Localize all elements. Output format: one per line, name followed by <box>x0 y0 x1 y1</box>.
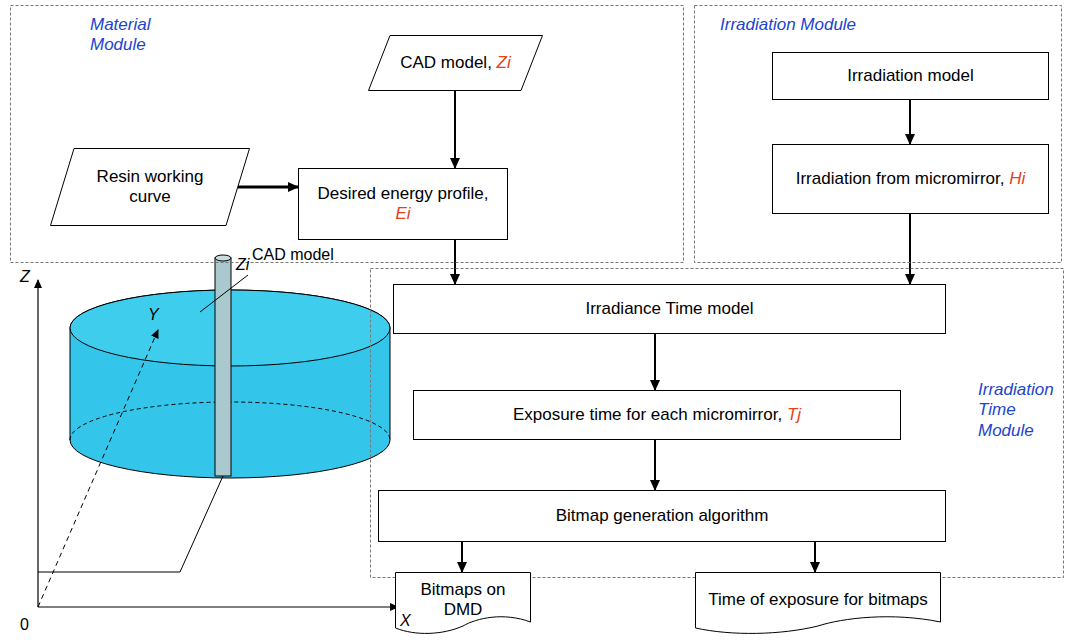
text-line: Exposure time for each micromirror, Tj <box>513 405 801 425</box>
module-label: Material Module <box>90 15 180 56</box>
output-document: Bitmaps on DMD <box>395 572 531 636</box>
leader-line <box>200 275 248 312</box>
module-label: Irradiation Time Module <box>978 380 1062 441</box>
x-axis <box>38 606 398 607</box>
column-bar <box>215 258 231 476</box>
node-text: Desired energy profile, <box>317 184 488 203</box>
text-line: Bitmaps on DMD <box>405 580 521 621</box>
variable-symbol: Zi <box>497 53 511 72</box>
node-text: Bitmap generation algorithm <box>556 506 769 525</box>
node-text: CAD model, <box>400 53 492 72</box>
column-label: Zi <box>236 256 249 274</box>
flow-arrow <box>814 542 816 572</box>
node-text: Exposure time for each micromirror, <box>513 405 782 424</box>
text-line: Irradiation from micromirror, Hi <box>796 169 1026 189</box>
data-input: CAD model, Zi <box>368 35 543 91</box>
projection-line <box>38 476 223 572</box>
node-text: Irradiation from micromirror, <box>796 169 1005 188</box>
module-region: Material ModuleCAD model, ZiResin workin… <box>10 5 684 263</box>
dashed-border <box>694 5 1062 263</box>
column-top <box>215 255 231 261</box>
axis-label: X <box>400 612 411 630</box>
text-line: Bitmap generation algorithm <box>556 506 769 526</box>
text-line: Time of exposure for bitmaps <box>708 590 928 610</box>
process-box: Exposure time for each micromirror, Tj <box>413 390 901 440</box>
illustration-label: CAD model <box>252 246 334 264</box>
variable-symbol: Tj <box>787 405 801 424</box>
flow-arrow <box>461 542 463 572</box>
flow-arrow <box>238 186 298 189</box>
output-document: Time of exposure for bitmaps <box>695 572 941 636</box>
node-text: Irradiation model <box>847 66 974 85</box>
axis-label: Z <box>20 268 30 286</box>
z-axis <box>37 280 38 607</box>
module-region: Irradiation ModuleIrradiation modelIrrad… <box>694 5 1062 263</box>
text-line: Desired energy profile, Ei <box>308 184 498 225</box>
process-box: Irradiation from micromirror, Hi <box>772 144 1049 214</box>
process-box: Irradiation model <box>772 52 1049 100</box>
text-line: Irradiance Time model <box>585 299 753 319</box>
flow-arrow <box>654 440 656 490</box>
text-line: Resin working curve <box>80 167 220 208</box>
flow-arrow <box>654 334 656 390</box>
y-axis <box>38 330 158 607</box>
data-input: Resin working curve <box>50 148 250 226</box>
flow-arrow <box>909 214 911 284</box>
variable-symbol: Ei <box>395 204 410 223</box>
text-line: Irradiation model <box>847 66 974 86</box>
module-label: Irradiation Module <box>720 15 890 35</box>
flow-arrow <box>909 100 911 144</box>
variable-symbol: Hi <box>1009 169 1025 188</box>
axis-label: Y <box>148 306 159 324</box>
origin-label: 0 <box>20 616 29 634</box>
node-text: Time of exposure for bitmaps <box>708 590 928 609</box>
text-line: CAD model, Zi <box>400 53 511 73</box>
node-text: Bitmaps on DMD <box>420 580 505 619</box>
process-box: Desired energy profile, Ei <box>298 168 508 240</box>
process-box: Irradiance Time model <box>393 284 946 334</box>
process-box: Bitmap generation algorithm <box>378 490 946 542</box>
node-text: Resin working curve <box>97 167 204 206</box>
module-region: Irradiation Time Module Irradiance Time m… <box>370 268 1064 578</box>
flow-arrow <box>454 91 456 168</box>
node-text: Irradiance Time model <box>585 299 753 318</box>
